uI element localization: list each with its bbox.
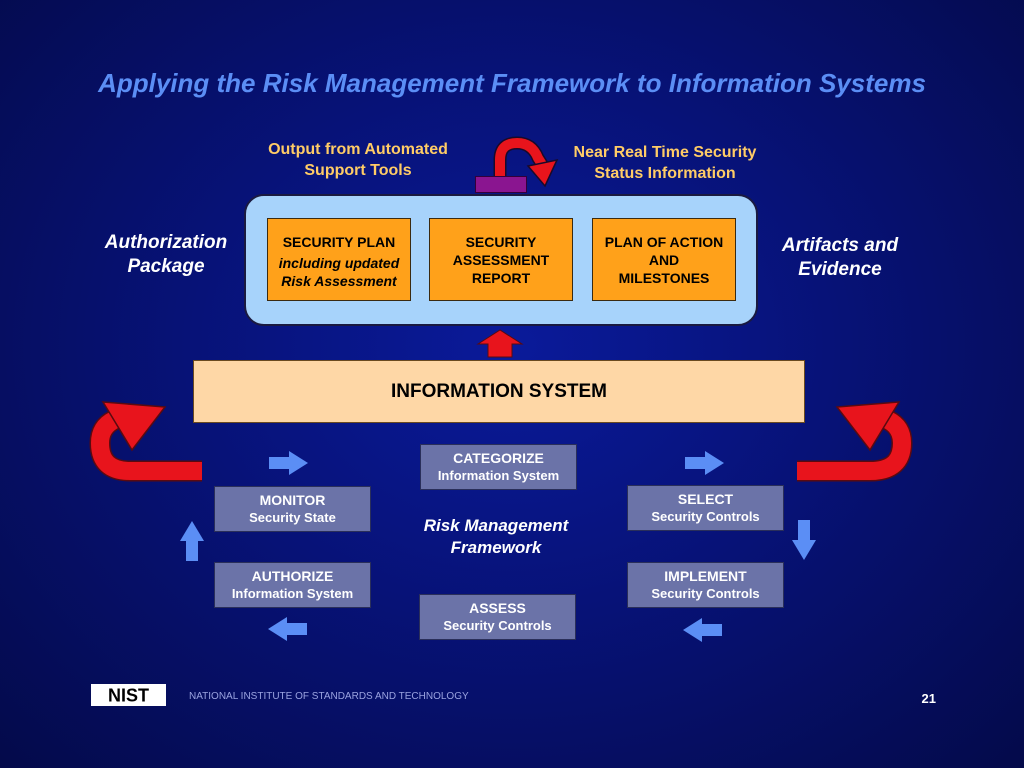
blue-left-arrow-icon <box>683 618 722 642</box>
poam-box[interactable]: PLAN OF ACTION AND MILESTONES <box>592 218 736 301</box>
blue-right-arrow-icon <box>269 451 308 475</box>
rmf-center-label: Risk Management Framework <box>410 515 582 559</box>
step-authorize-subtitle: Information System <box>231 586 354 601</box>
security-plan-title: SECURITY PLAN <box>282 234 396 250</box>
assessment-report-line3: REPORT <box>471 270 531 286</box>
step-assess-title: ASSESS <box>469 600 526 616</box>
red-up-arrow-icon <box>476 329 524 358</box>
assessment-report-box[interactable]: SECURITY ASSESSMENT REPORT <box>429 218 573 301</box>
curved-red-arrow-icon <box>797 401 913 482</box>
blue-left-arrow-icon <box>268 617 307 641</box>
poam-line2: AND <box>648 252 680 268</box>
curved-red-arrow-icon <box>493 136 559 188</box>
poam-line3: MILESTONES <box>618 270 710 286</box>
blue-down-arrow-icon <box>792 520 816 560</box>
step-categorize[interactable]: CATEGORIZE Information System <box>420 444 577 490</box>
step-select-subtitle: Security Controls <box>651 509 760 524</box>
step-assess[interactable]: ASSESS Security Controls <box>419 594 576 640</box>
output-tab <box>475 176 527 193</box>
step-categorize-subtitle: Information System <box>437 468 560 483</box>
step-assess-subtitle: Security Controls <box>443 618 552 633</box>
step-implement-title: IMPLEMENT <box>664 568 747 584</box>
rmf-center-line1: Risk Management <box>423 516 569 535</box>
step-monitor[interactable]: MONITOR Security State <box>214 486 371 532</box>
step-monitor-subtitle: Security State <box>249 510 336 525</box>
near-real-time-caption: Near Real Time Security Status Informati… <box>573 144 757 182</box>
step-implement[interactable]: IMPLEMENT Security Controls <box>627 562 784 608</box>
curved-red-arrow-icon <box>89 401 202 482</box>
information-system-box[interactable]: INFORMATION SYSTEM <box>193 360 805 423</box>
step-categorize-title: CATEGORIZE <box>453 450 544 466</box>
security-plan-box[interactable]: SECURITY PLAN including updated Risk Ass… <box>267 218 411 301</box>
page-title: Applying the Risk Management Framework t… <box>98 68 926 98</box>
assessment-report-line2: ASSESSMENT <box>452 252 550 268</box>
security-plan-sub1: including updated <box>278 255 400 271</box>
poam-line1: PLAN OF ACTION <box>604 234 724 250</box>
security-plan-sub2: Risk Assessment <box>281 273 397 289</box>
step-monitor-title: MONITOR <box>259 492 326 508</box>
page-number: 21 <box>921 691 936 706</box>
step-implement-subtitle: Security Controls <box>651 586 760 601</box>
assessment-report-line1: SECURITY <box>465 234 537 250</box>
step-select-title: SELECT <box>677 491 734 507</box>
authorization-package-label: Authorization Package <box>104 232 228 277</box>
output-tools-caption: Output from Automated Support Tools <box>268 141 448 179</box>
step-authorize[interactable]: AUTHORIZE Information System <box>214 562 371 608</box>
step-select[interactable]: SELECT Security Controls <box>627 485 784 531</box>
artifacts-evidence-label: Artifacts and Evidence <box>781 235 899 280</box>
step-authorize-title: AUTHORIZE <box>251 568 334 584</box>
blue-right-arrow-icon <box>685 451 724 475</box>
blue-up-arrow-icon <box>180 521 204 561</box>
footer-org: NATIONAL INSTITUTE OF STANDARDS AND TECH… <box>189 691 469 702</box>
information-system-label: INFORMATION SYSTEM <box>390 380 608 402</box>
rmf-center-line2: Framework <box>450 538 542 557</box>
